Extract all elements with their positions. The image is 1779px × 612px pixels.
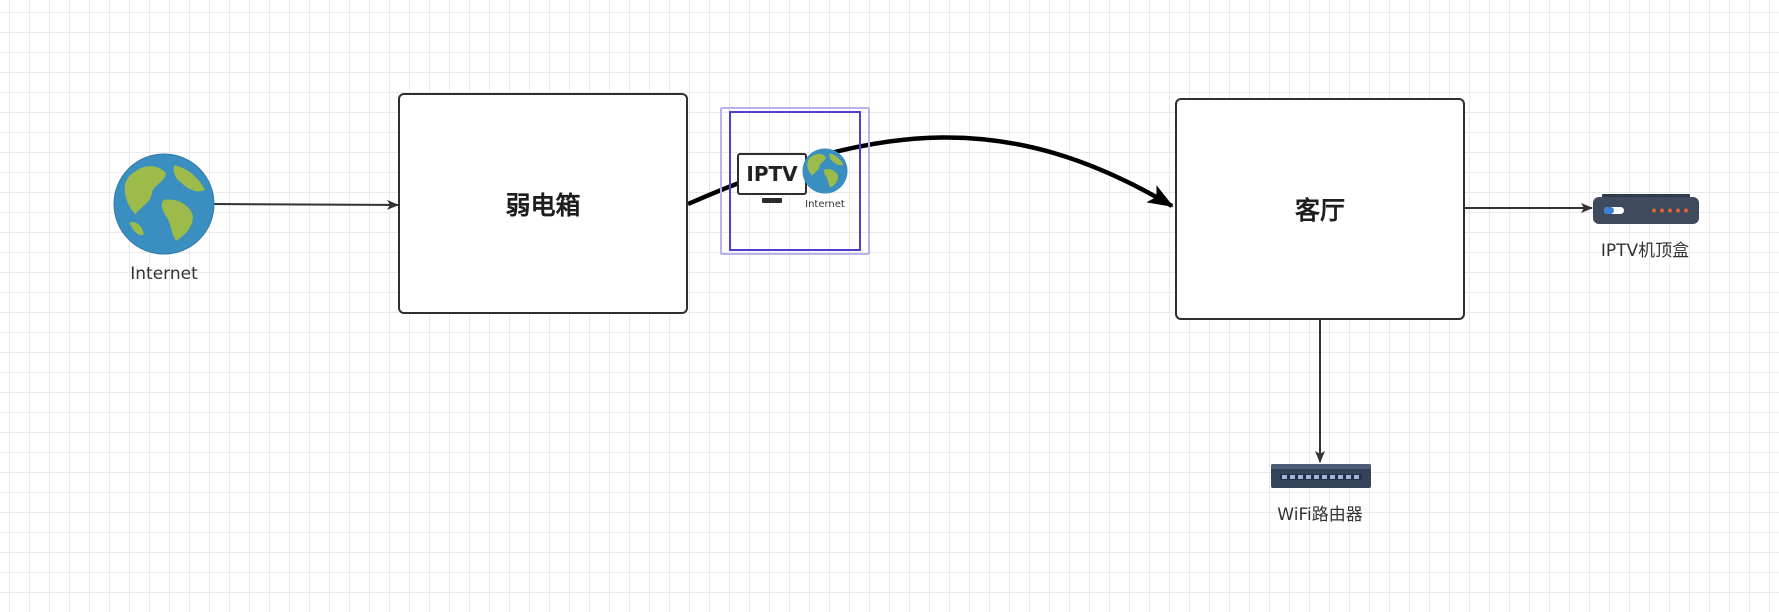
globe-icon[interactable] xyxy=(113,153,215,255)
router-icon[interactable] xyxy=(1270,462,1372,490)
tv-icon[interactable]: IPTV xyxy=(737,153,807,195)
iptv-icon-selection-outer xyxy=(720,107,870,255)
weak-current-box-node[interactable]: 弱电箱 xyxy=(398,93,688,314)
living-room-node[interactable]: 客厅 xyxy=(1175,98,1465,320)
iptv-settop-label: IPTV机顶盒 xyxy=(1600,241,1690,261)
iptv-globe-caption: Internet xyxy=(805,199,845,210)
tv-stand xyxy=(762,198,782,203)
edge-internet-to-weak-box[interactable] xyxy=(211,199,399,210)
iptv-icon-selection-inner[interactable] xyxy=(729,111,861,251)
globe-icon xyxy=(802,148,848,194)
wifi-router-label: WiFi路由器 xyxy=(1277,505,1363,525)
internet-label: Internet xyxy=(130,264,198,284)
settop-box-icon[interactable] xyxy=(1592,194,1700,226)
weak-current-box-label: 弱电箱 xyxy=(505,190,581,220)
iptv-screen-text: IPTV xyxy=(746,162,798,186)
living-room-label: 客厅 xyxy=(1294,196,1345,225)
